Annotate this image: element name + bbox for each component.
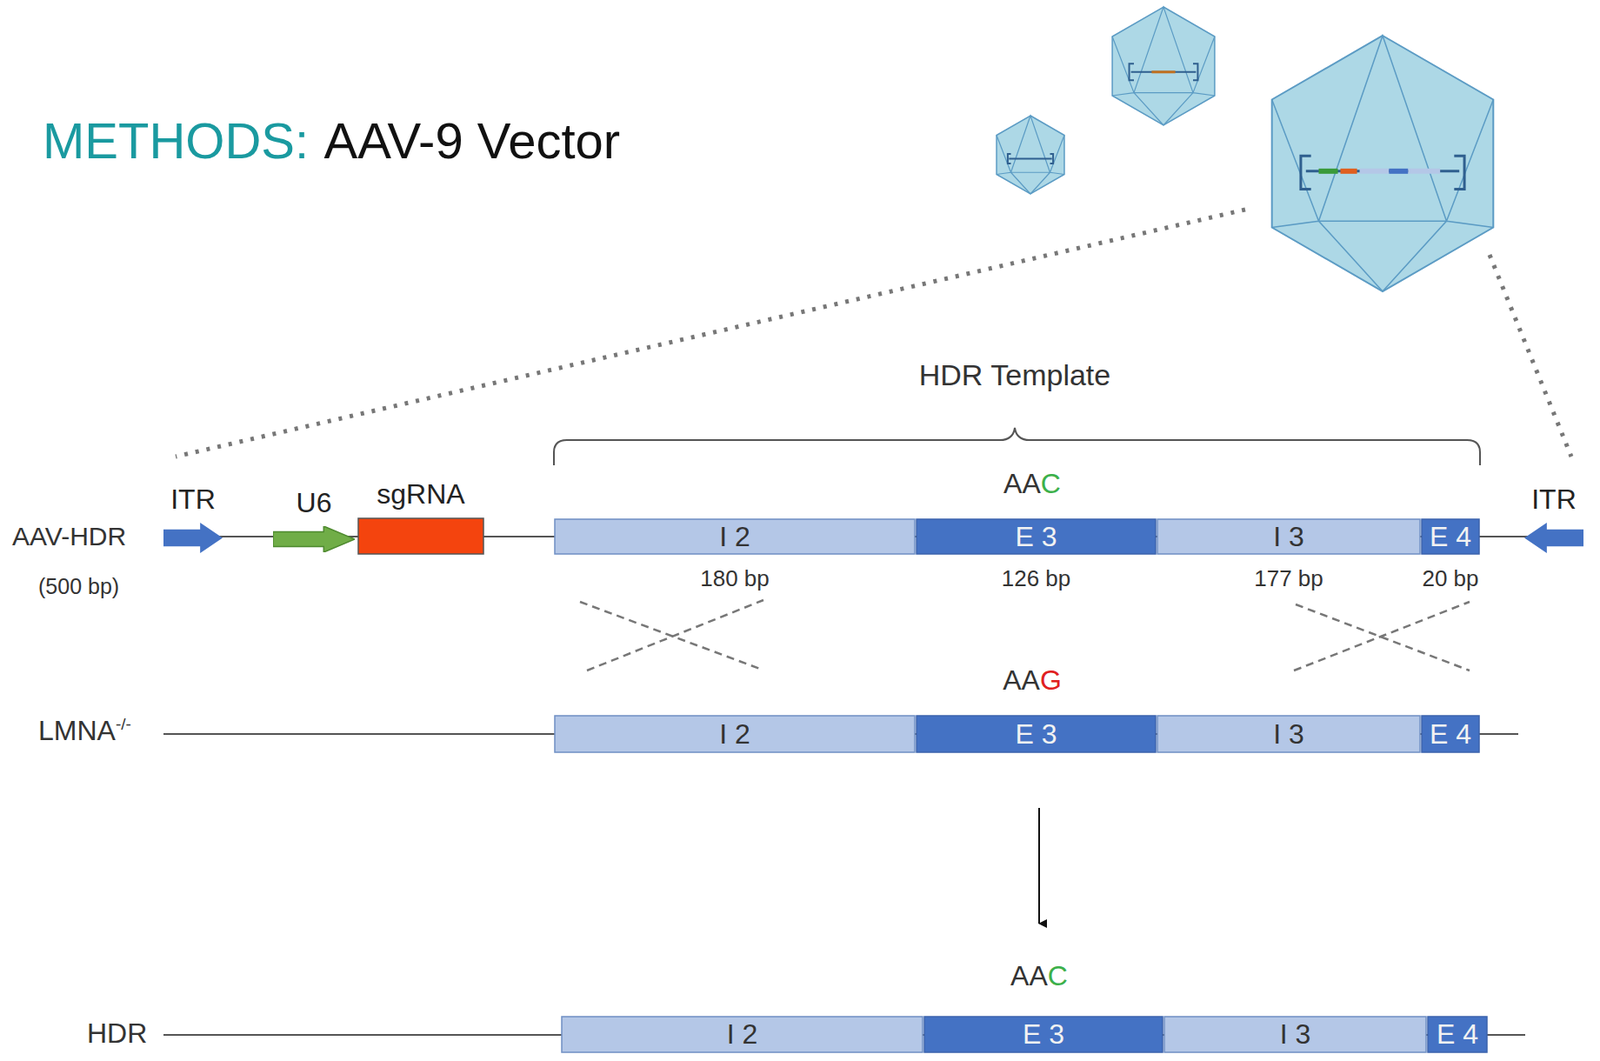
size-label: 180 bp bbox=[700, 565, 770, 593]
zoom-line bbox=[1489, 254, 1572, 457]
region-label: E 3 bbox=[1022, 1018, 1065, 1051]
region-label: E 4 bbox=[1436, 1018, 1479, 1051]
codon-label: AAC bbox=[1010, 960, 1068, 993]
region-label: I 3 bbox=[1280, 1018, 1312, 1051]
region-label: E 3 bbox=[1014, 520, 1057, 554]
itr-arrow: ITR bbox=[1524, 522, 1584, 554]
element-label: sgRNA bbox=[376, 478, 465, 511]
size-label: 126 bp bbox=[1001, 565, 1072, 593]
exon-box: E 4 bbox=[1420, 714, 1480, 754]
region-label: I 2 bbox=[719, 520, 751, 554]
exon-box: E 3126 bp bbox=[915, 518, 1157, 555]
title-row: METHODS: AAV-9 Vector bbox=[42, 111, 620, 170]
size-label: (500 bp) bbox=[38, 573, 120, 600]
label-text: AAV-HDR bbox=[12, 521, 127, 552]
intron-box: I 2 bbox=[553, 714, 916, 754]
intron-box: I 2 bbox=[560, 1015, 924, 1054]
intron-box: I 3 bbox=[1163, 1015, 1427, 1054]
capsid-large bbox=[1272, 35, 1494, 292]
label-text: HDR bbox=[86, 1017, 147, 1050]
region-label: E 4 bbox=[1429, 718, 1472, 751]
itr-arrow-shape bbox=[163, 522, 223, 554]
codon-label: AAC bbox=[1003, 467, 1061, 500]
allele-label: LMNA-/- bbox=[38, 714, 132, 747]
template-label: HDR Template bbox=[919, 358, 1111, 393]
crossover bbox=[580, 600, 1470, 671]
promoter-arrow: U6 bbox=[273, 526, 355, 553]
label-text: LMNA bbox=[38, 714, 116, 747]
intron-box: I 3177 bp bbox=[1156, 518, 1421, 555]
label-text: HDR Template bbox=[919, 358, 1111, 393]
intron-box: I 3 bbox=[1156, 714, 1421, 754]
region-label: E 3 bbox=[1014, 718, 1057, 751]
size-label: 177 bp bbox=[1253, 565, 1324, 593]
label-text: AA bbox=[1010, 960, 1048, 993]
exon-box: E 420 bp bbox=[1420, 518, 1480, 555]
itr-arrow-shape bbox=[1524, 522, 1584, 554]
capsid-small bbox=[996, 115, 1065, 194]
capsid-medium bbox=[1112, 6, 1215, 126]
exon-box: E 3 bbox=[923, 1015, 1164, 1054]
label-text: C bbox=[1040, 467, 1061, 500]
element-label: ITR bbox=[1531, 483, 1577, 516]
region-label: I 2 bbox=[726, 1018, 759, 1051]
zoom-line bbox=[175, 209, 1246, 457]
template-bracket bbox=[553, 427, 1480, 466]
exon-box: E 4 bbox=[1426, 1015, 1488, 1054]
region-label: I 3 bbox=[1273, 718, 1305, 751]
region-label: I 2 bbox=[719, 718, 751, 751]
result-arrow bbox=[1038, 807, 1040, 924]
page-title: AAV-9 Vector bbox=[324, 111, 621, 170]
codon-label: AAG bbox=[1002, 664, 1062, 697]
element-label: ITR bbox=[170, 483, 216, 516]
label-text: C bbox=[1047, 960, 1068, 993]
label-text: METHODS: bbox=[42, 111, 309, 170]
label-text: G bbox=[1040, 664, 1062, 697]
sgrna-box-shape bbox=[357, 517, 485, 555]
intron-box: I 2180 bp bbox=[553, 518, 916, 555]
sgrna-box: sgRNA bbox=[357, 517, 485, 555]
exon-box: E 3 bbox=[915, 714, 1157, 754]
size-label: 20 bp bbox=[1421, 565, 1479, 593]
element-label: U6 bbox=[296, 486, 333, 520]
label-text: AA bbox=[1002, 664, 1040, 697]
promoter-arrow-shape bbox=[273, 526, 355, 553]
region-label: E 4 bbox=[1429, 520, 1472, 554]
construct-label: AAV-HDR bbox=[12, 521, 127, 552]
label-text: AA bbox=[1003, 467, 1041, 500]
itr-arrow: ITR bbox=[163, 522, 223, 554]
label-text: (500 bp) bbox=[38, 573, 120, 600]
superscript: -/- bbox=[115, 714, 132, 734]
region-label: I 3 bbox=[1273, 520, 1305, 554]
result-label: HDR bbox=[86, 1017, 147, 1050]
